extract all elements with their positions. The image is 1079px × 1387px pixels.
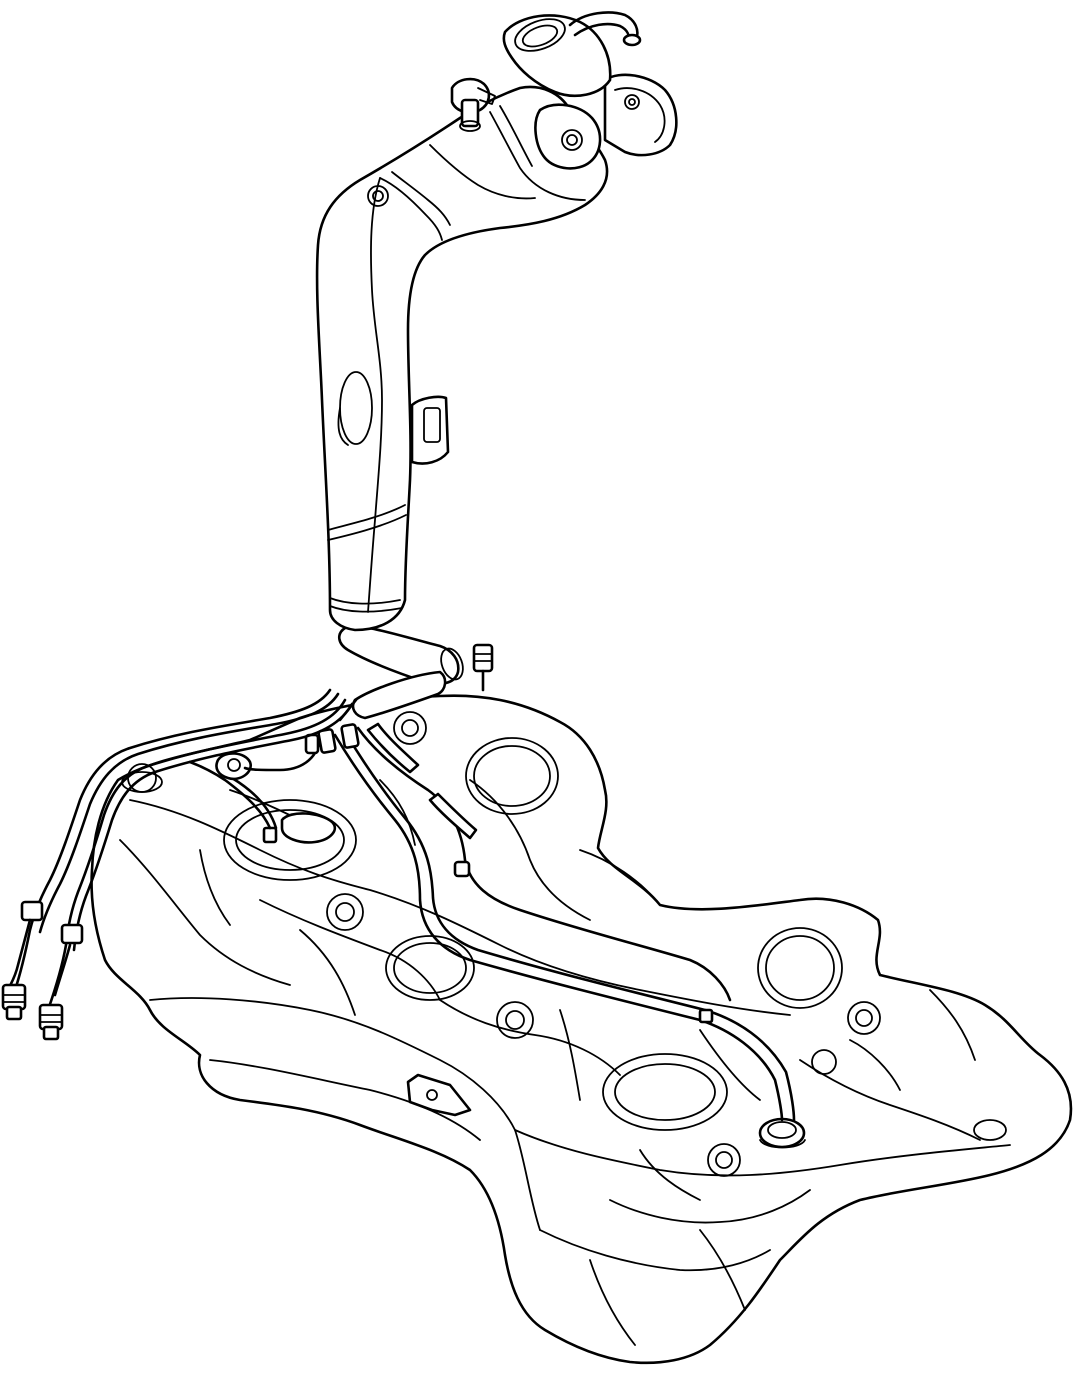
filler-neck	[315, 85, 609, 632]
tank-outline	[90, 694, 1073, 1365]
fuel-tank	[90, 694, 1073, 1365]
mounting-bracket	[406, 1073, 472, 1117]
vent-valve	[758, 1117, 806, 1149]
filler-neck-pipe	[315, 85, 609, 632]
vent-hose	[338, 625, 494, 722]
filler-cap-housing	[450, 11, 678, 170]
external-lines	[1, 688, 354, 1041]
fuel-pump-sender	[188, 752, 357, 881]
fuel-lines	[243, 722, 796, 1122]
